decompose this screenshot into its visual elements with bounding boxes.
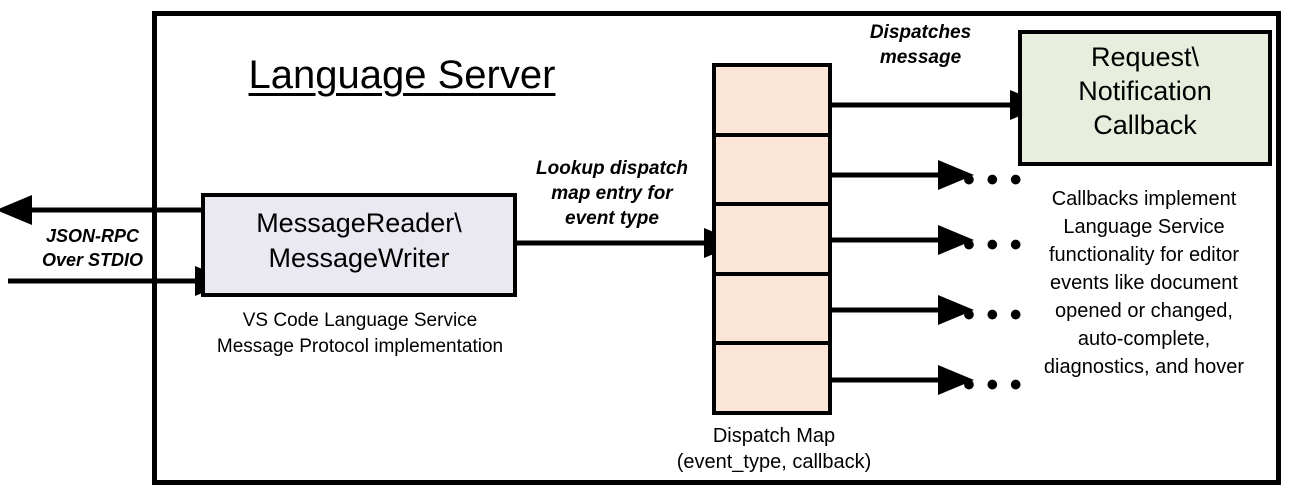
message-reader-writer-box[interactable] xyxy=(201,193,517,297)
message-reader-writer-label: MessageReader\ MessageWriter xyxy=(256,208,462,273)
ellipsis-row-4: • • • xyxy=(963,296,1023,334)
ellipsis-row-5: • • • xyxy=(963,366,1023,404)
dispatch-map-row[interactable] xyxy=(716,137,828,207)
dispatch-map-table[interactable] xyxy=(712,63,832,415)
dispatch-map-row[interactable] xyxy=(716,67,828,137)
lookup-dispatch-label: Lookup dispatch map entry for event type xyxy=(536,158,688,230)
message-reader-writer-caption: VS Code Language Service Message Protoco… xyxy=(216,310,504,357)
request-notification-callback-label: Request\ Notification Callback xyxy=(1078,42,1212,141)
dispatch-map-row[interactable] xyxy=(716,276,828,346)
dispatches-message-label: Dispatches message xyxy=(869,22,972,69)
ellipsis-row-2: • • • xyxy=(963,161,1023,199)
dispatch-map-caption: Dispatch Map (event_type, callback) xyxy=(676,425,872,473)
dispatch-map-row[interactable] xyxy=(716,206,828,276)
language-server-frame xyxy=(152,11,1281,485)
language-server-title: Language Server xyxy=(248,53,556,97)
request-notification-callback-box[interactable] xyxy=(1018,30,1272,166)
jsonrpc-transport-label: JSON-RPC Over STDIO xyxy=(41,226,144,271)
callback-description-caption: Callbacks implement Language Service fun… xyxy=(1043,188,1245,378)
ellipsis-row-3: • • • xyxy=(963,226,1023,264)
dispatch-map-row[interactable] xyxy=(716,345,828,411)
